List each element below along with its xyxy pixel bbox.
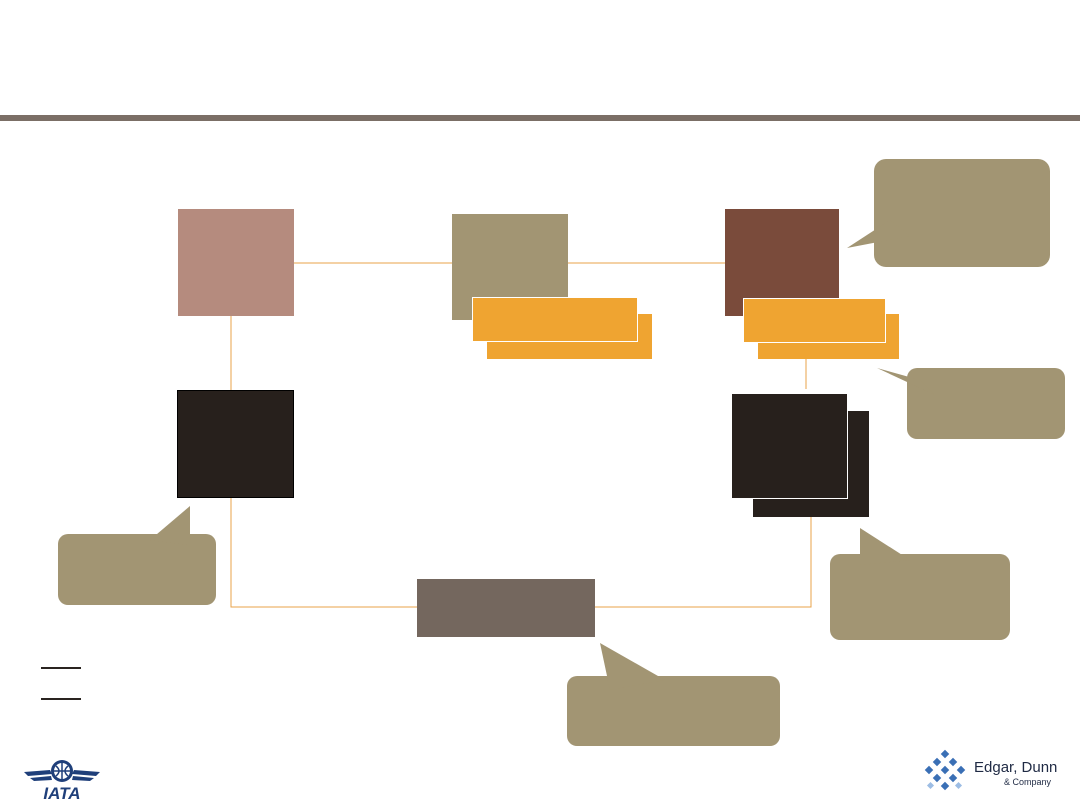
iata-wordmark: IATA	[43, 784, 80, 802]
edgar-dunn-sub: & Company	[1004, 777, 1052, 787]
header-divider	[0, 115, 1080, 121]
callout-lower-right	[830, 528, 1010, 640]
rose-box	[178, 209, 294, 316]
callout-top-right	[847, 159, 1050, 267]
connector-dark-left-gray	[230, 498, 417, 608]
edgar-dunn-logo: Edgar, Dunn & Company	[924, 749, 1064, 797]
legend-line-1	[41, 667, 81, 669]
dark-box-right-front	[731, 393, 848, 499]
callout-bottom-center	[567, 643, 780, 746]
callout-middle-right	[877, 368, 1065, 439]
legend-line-2	[41, 698, 81, 700]
iata-globe-wings-icon: IATA	[24, 760, 100, 803]
edgar-dunn-diamond-icon	[924, 749, 966, 791]
orange-tag-right-front	[743, 298, 886, 343]
iata-logo: IATA	[22, 758, 102, 803]
dark-box-left	[177, 390, 294, 498]
connector-gray-dark-right	[595, 517, 812, 608]
orange-tag-center-front	[472, 297, 638, 342]
gray-box-bottom	[417, 579, 595, 637]
edgar-dunn-name: Edgar, Dunn	[974, 759, 1058, 776]
callout-left	[58, 506, 216, 605]
